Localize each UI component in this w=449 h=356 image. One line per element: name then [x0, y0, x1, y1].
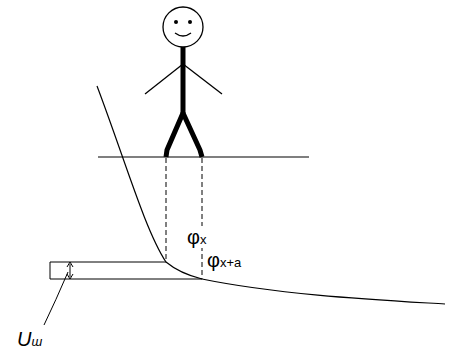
level-line: [50, 279, 202, 280]
body: [181, 47, 186, 113]
dimension-arrowhead: [67, 262, 73, 267]
level-line: [50, 262, 166, 263]
level-line: [50, 262, 51, 279]
eye: [174, 20, 178, 24]
dashed-projection: [166, 158, 167, 262]
dimension-arrowhead: [67, 274, 73, 279]
dashed-projection: [202, 158, 203, 279]
head: [163, 7, 203, 47]
leg: [183, 113, 202, 157]
potential-label: φx+a: [206, 249, 242, 271]
potential-label: φx: [186, 226, 207, 248]
ground-line: [98, 156, 309, 157]
leader-line: [44, 272, 68, 325]
arm: [183, 64, 222, 94]
mouth: [175, 33, 191, 36]
potential-curve: [97, 86, 445, 304]
eye: [188, 20, 192, 24]
dimension-line: [70, 264, 71, 277]
step-voltage-label: Uш: [16, 328, 43, 350]
leg: [166, 113, 183, 157]
arm: [145, 64, 183, 94]
